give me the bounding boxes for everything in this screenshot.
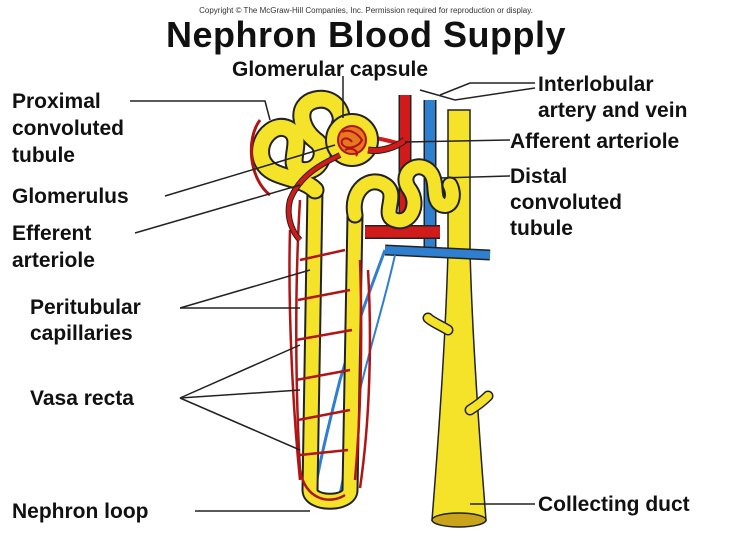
label-efferent-line-1: Efferent	[12, 221, 91, 246]
nephron-loop	[310, 190, 355, 501]
label-afferent-arteriole: Afferent arteriole	[510, 129, 679, 154]
label-interlobular-line-1: Interlobular	[538, 72, 654, 97]
label-distal-line-1: Distal	[510, 164, 567, 189]
label-peritubular-line-2: capillaries	[30, 321, 133, 346]
label-collecting-duct: Collecting duct	[538, 492, 690, 517]
label-proximal-line-1: Proximal	[12, 89, 101, 114]
label-peritubular-line-1: Peritubular	[30, 295, 141, 320]
label-vasa-recta: Vasa recta	[30, 386, 134, 411]
label-distal-line-3: tubule	[510, 216, 573, 241]
label-proximal-line-3: tubule	[12, 143, 75, 168]
label-efferent-line-2: arteriole	[12, 248, 95, 273]
label-interlobular-line-2: artery and vein	[538, 98, 687, 123]
label-glomerular-capsule: Glomerular capsule	[232, 57, 428, 82]
label-distal-line-2: convoluted	[510, 190, 622, 215]
label-proximal-line-2: convoluted	[12, 116, 124, 141]
distal-convoluted-tubule	[354, 167, 452, 221]
label-glomerulus: Glomerulus	[12, 184, 129, 209]
label-nephron-loop: Nephron loop	[12, 499, 148, 524]
